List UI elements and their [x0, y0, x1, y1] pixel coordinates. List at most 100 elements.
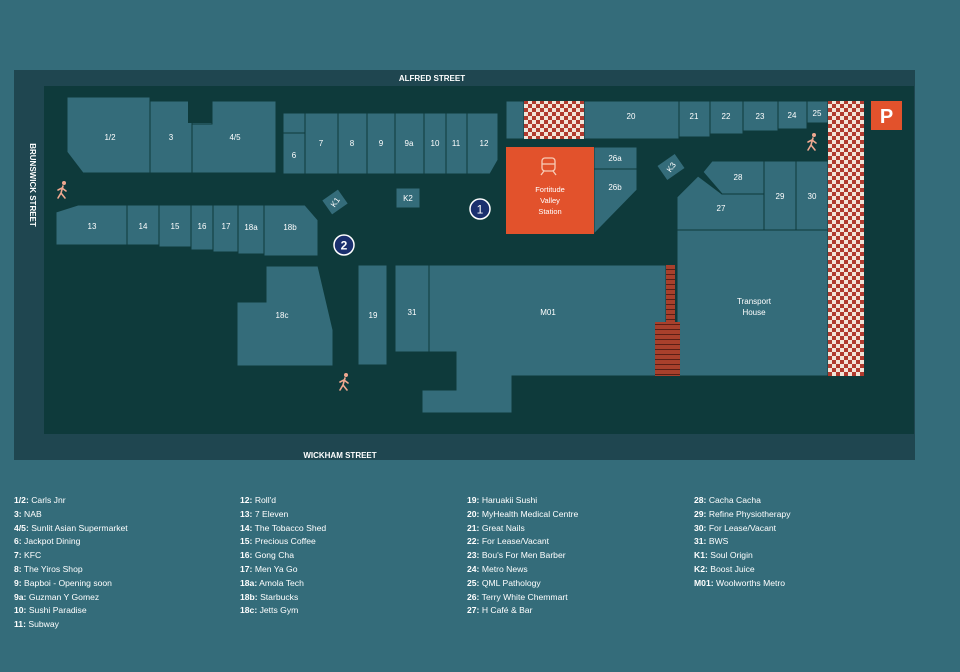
legend-item: K1: Soul Origin — [694, 550, 753, 561]
walking-person-icon — [807, 133, 817, 151]
legend-item: 7: KFC — [14, 550, 42, 561]
unit-12[interactable] — [466, 112, 499, 175]
legend-item: 20: MyHealth Medical Centre — [467, 508, 579, 519]
unit-18a[interactable] — [237, 204, 265, 255]
unit-18c[interactable] — [236, 265, 334, 367]
label-8: 8 — [350, 139, 355, 148]
label-22: 22 — [722, 112, 731, 121]
legend-item: 28: Cacha Cacha — [694, 495, 761, 505]
legend-item: 17: Men Ya Go — [240, 563, 298, 574]
stairs-lower — [655, 322, 680, 376]
label-14: 14 — [139, 222, 148, 231]
legend-column-3: 19: Haruakii Sushi 20: MyHealth Medical … — [467, 494, 578, 618]
label-31: 31 — [408, 308, 417, 317]
legend-item: 18a: Amola Tech — [240, 577, 304, 588]
marker-1-label: 1 — [477, 203, 484, 217]
label-26b: 26b — [608, 183, 622, 192]
checker-walkway-east — [828, 101, 864, 376]
station-label-1: Fortitude — [535, 185, 565, 194]
label-16: 16 — [198, 222, 207, 231]
wickham-street-label: WICKHAM STREET — [303, 451, 376, 460]
label-25: 25 — [813, 109, 822, 118]
legend-item: 9: Bapboi - Opening soon — [14, 577, 112, 588]
legend-item: 1/2: Carls Jnr — [14, 495, 66, 505]
label-12: 12 — [480, 139, 489, 148]
legend-column-2: 12: Roll'd 13: 7 Eleven 14: The Tobacco … — [240, 494, 326, 618]
unit-14[interactable] — [126, 204, 160, 246]
brunswick-street-label: BRUNSWICK STREET — [28, 143, 37, 227]
label-18a: 18a — [244, 223, 258, 232]
label-9: 9 — [379, 139, 384, 148]
unit-17[interactable] — [212, 204, 239, 253]
stairs-upper — [666, 265, 675, 325]
unit-20-left — [505, 100, 525, 140]
unit-30[interactable] — [795, 160, 829, 231]
label-30: 30 — [808, 192, 817, 201]
legend-item: 14: The Tobacco Shed — [240, 522, 327, 533]
marker-2[interactable] — [333, 234, 355, 256]
label-17: 17 — [222, 222, 231, 231]
legend-item: 15: Precious Coffee — [240, 536, 316, 547]
walking-person-icon — [339, 373, 349, 391]
legend-item: 21: Great Nails — [467, 522, 525, 533]
legend-column-4: 28: Cacha Cacha 29: Refine Physiotherapy… — [694, 494, 791, 591]
label-27: 27 — [717, 204, 726, 213]
marker-2-label: 2 — [341, 239, 348, 253]
legend-item: 29: Refine Physiotherapy — [694, 508, 791, 519]
label-28: 28 — [734, 173, 743, 182]
legend-item: K2: Boost Juice — [694, 563, 755, 574]
legend-item: 18c: Jetts Gym — [240, 605, 299, 616]
label-26a: 26a — [608, 154, 622, 163]
label-3: 3 — [169, 133, 174, 142]
legend-item: M01: Woolworths Metro — [694, 577, 786, 588]
unit-1-2[interactable] — [66, 96, 151, 174]
fortitude-valley-station[interactable] — [506, 147, 594, 234]
legend-item: 3: NAB — [14, 508, 42, 519]
label-11: 11 — [452, 139, 461, 148]
centre-map: ALFRED STREET WICKHAM STREET BRUNSWICK S… — [14, 70, 915, 460]
parking-label: P — [880, 106, 893, 128]
unit-22[interactable] — [709, 100, 744, 135]
unit-18b[interactable] — [263, 204, 319, 257]
label-18b: 18b — [283, 223, 297, 232]
station-label-3: Station — [538, 207, 561, 216]
unit-3[interactable] — [149, 100, 193, 174]
legend-item: 16: Gong Cha — [240, 550, 294, 561]
label-23: 23 — [756, 112, 765, 121]
legend-item: 23: Bou's For Men Barber — [467, 550, 566, 561]
transport-house-label-1: Transport — [737, 297, 772, 306]
checker-walkway-top — [524, 101, 584, 139]
label-29: 29 — [776, 192, 785, 201]
unit-9a[interactable] — [394, 112, 425, 175]
label-4-5: 4/5 — [229, 133, 241, 142]
kiosk-k2[interactable] — [395, 187, 421, 209]
label-9a: 9a — [405, 139, 414, 148]
legend-item: 26: Terry White Chemmart — [467, 591, 568, 602]
station-label-2: Valley — [540, 196, 560, 205]
unit-19[interactable] — [357, 264, 388, 366]
alfred-street-label: ALFRED STREET — [399, 74, 465, 83]
legend-item: 25: QML Pathology — [467, 577, 541, 588]
transport-house-label-2: House — [742, 308, 766, 317]
unit-23[interactable] — [742, 100, 779, 132]
unit-8[interactable] — [337, 112, 368, 175]
label-m01: M01 — [540, 308, 556, 317]
marker-1[interactable] — [469, 198, 491, 220]
train-icon — [540, 157, 557, 176]
legend-item: 10: Sushi Paradise — [14, 605, 87, 616]
legend-item: 8: The Yiros Shop — [14, 563, 83, 574]
unit-24[interactable] — [777, 100, 808, 130]
unit-31[interactable] — [394, 264, 430, 353]
unit-9[interactable] — [366, 112, 396, 175]
label-k2: K2 — [403, 194, 413, 203]
label-1-2: 1/2 — [104, 133, 116, 142]
legend-item: 27: H Café & Bar — [467, 605, 533, 616]
transport-house[interactable] — [676, 229, 829, 377]
label-7: 7 — [319, 139, 324, 148]
label-6: 6 — [292, 151, 297, 160]
parking-icon — [871, 101, 902, 130]
kiosk-k1[interactable] — [320, 188, 350, 216]
kiosk-k3[interactable] — [656, 152, 686, 182]
label-18c: 18c — [276, 311, 289, 320]
legend-item: 11: Subway — [14, 619, 59, 630]
